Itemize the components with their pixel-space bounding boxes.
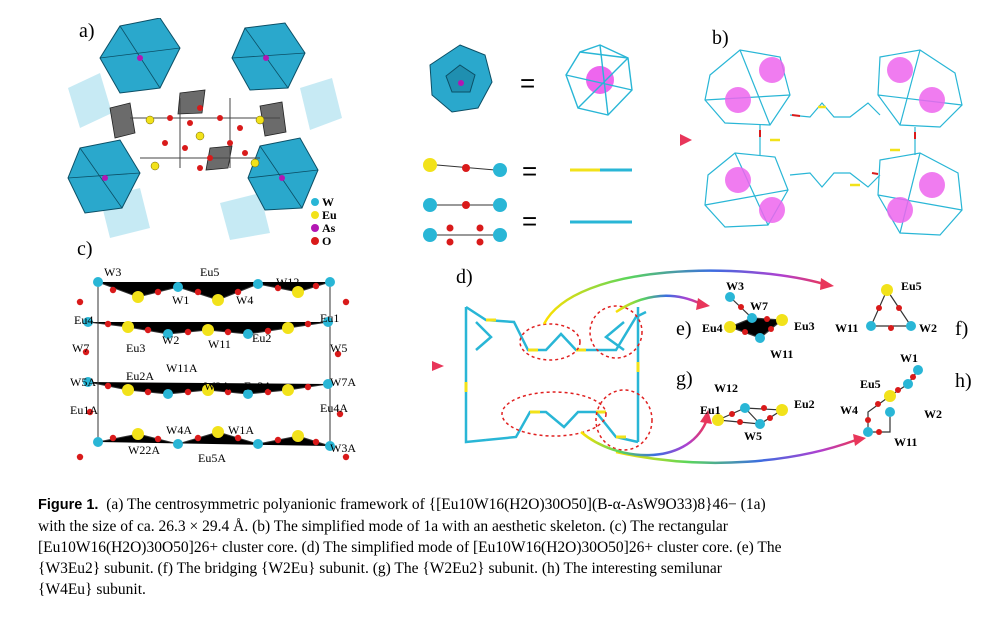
caption-line-3: [Eu10W16(H2O)30O50]26+ cluster core. (d)…	[38, 539, 782, 556]
c-label-W3: W3	[104, 265, 121, 279]
f-label-W11: W11	[835, 321, 858, 335]
panel-c-cluster-core-image: W3 Eu5 W12 W1 W4 Eu4 Eu1 W7 Eu3 W2 W11 E…	[70, 265, 356, 465]
svg-text:=: =	[522, 156, 537, 186]
caption-line-2: with the size of ca. 26.3 × 29.4 Å. (b) …	[38, 518, 728, 535]
panel-d-simplified-core-image	[464, 269, 866, 465]
h-label-W2: W2	[924, 407, 942, 421]
legend-o-label: O	[322, 234, 331, 248]
c-label-Eu3: Eu3	[126, 341, 145, 355]
panel-label-g: g)	[676, 368, 693, 390]
g-label-W12: W12	[714, 381, 738, 395]
h-label-W11: W11	[894, 435, 917, 449]
c-label-W4: W4	[236, 293, 253, 307]
panel-label-a: a)	[79, 20, 95, 42]
panel-label-e: e)	[676, 318, 692, 340]
caption-line-1: Figure 1. (a) The centrosymmetric polyan…	[38, 494, 988, 516]
legend-eu-label: Eu	[322, 208, 337, 222]
arrow-c-to-d	[358, 361, 444, 371]
c-label-Eu1A: Eu1A	[70, 403, 98, 417]
svg-text:=: =	[522, 206, 537, 236]
h-label-W1: W1	[900, 352, 918, 365]
c-label-W1: W1	[172, 293, 189, 307]
legend-a: W Eu As O	[311, 196, 337, 248]
c-label-Eu5: Eu5	[200, 265, 219, 279]
g-label-Eu2: Eu2	[794, 397, 815, 411]
legend-o-dot	[311, 237, 319, 245]
caption-line-1-text: (a) The centrosymmetric polyanionic fram…	[106, 496, 766, 513]
c-label-W3A: W3A	[330, 441, 356, 455]
c-label-W5A: W5A	[70, 375, 96, 389]
caption-line-5: {W4Eu} subunit.	[38, 581, 146, 598]
c-label-Eu5A: Eu5A	[198, 451, 226, 465]
panel-label-h: h)	[955, 370, 972, 392]
panel-label-c: c)	[77, 238, 93, 260]
legend-eu-dot	[311, 211, 319, 219]
e-label-Eu4: Eu4	[702, 321, 723, 335]
legend-as-label: As	[322, 221, 336, 235]
panel-g-subunit-image: W12 Eu1 Eu2 W5	[700, 381, 815, 443]
e-label-W3: W3	[726, 282, 744, 293]
c-label-W2A: W2A	[204, 379, 230, 393]
e-label-W11: W11	[770, 347, 793, 361]
c-label-Eu4: Eu4	[74, 313, 93, 327]
e-label-Eu3: Eu3	[794, 319, 815, 333]
legend-w-label: W	[322, 196, 334, 209]
c-label-W7A: W7A	[330, 375, 356, 389]
c-label-W5: W5	[330, 341, 347, 355]
c-label-W4A: W4A	[166, 423, 192, 437]
panel-b-skeleton-image	[704, 49, 963, 236]
c-label-W1A: W1A	[228, 423, 254, 437]
panel-e-subunit-image: W3 W7 Eu4 Eu3 W11	[702, 282, 815, 361]
c-label-Eu3A: Eu3A	[244, 379, 272, 393]
panel-a-framework-image	[67, 18, 342, 240]
c-label-Eu2A: Eu2A	[126, 369, 154, 383]
f-label-W2: W2	[919, 321, 937, 335]
h-label-W4: W4	[840, 403, 858, 417]
figure-caption: Figure 1. (a) The centrosymmetric polyan…	[38, 494, 988, 600]
c-label-Eu1: Eu1	[320, 311, 339, 325]
caption-line-4: {W3Eu2} subunit. (f) The bridging {W2Eu}…	[38, 560, 722, 577]
panel-label-f: f)	[955, 318, 969, 340]
keggin-cluster-icon	[429, 44, 493, 113]
simplification-scheme: = = =	[370, 44, 692, 246]
c-label-W22A: W22A	[128, 443, 160, 457]
equals-sign-1: =	[520, 68, 535, 98]
legend-as-dot	[311, 224, 319, 232]
c-label-Eu2: Eu2	[252, 331, 271, 345]
c-label-W12: W12	[276, 275, 299, 289]
c-label-W2: W2	[162, 333, 179, 347]
c-label-W7: W7	[72, 341, 89, 355]
panel-label-b: b)	[712, 27, 729, 49]
panel-label-d: d)	[456, 266, 473, 288]
f-label-Eu5: Eu5	[901, 279, 922, 293]
legend-w-dot	[311, 198, 319, 206]
g-label-W5: W5	[744, 429, 762, 443]
c-label-W11A: W11A	[166, 361, 198, 375]
g-label-Eu1: Eu1	[700, 403, 721, 417]
c-label-Eu4A: Eu4A	[320, 401, 348, 415]
panel-f-subunit-image: Eu5 W11 W2	[835, 279, 937, 335]
cage-sphere-icon	[565, 44, 633, 116]
c-label-W11: W11	[208, 337, 231, 351]
panel-h-subunit-image: W1 Eu5 W4 W2 W11	[840, 352, 942, 449]
h-label-Eu5: Eu5	[860, 377, 881, 391]
e-label-W7: W7	[750, 299, 768, 313]
caption-figure-label: Figure 1.	[38, 497, 99, 513]
